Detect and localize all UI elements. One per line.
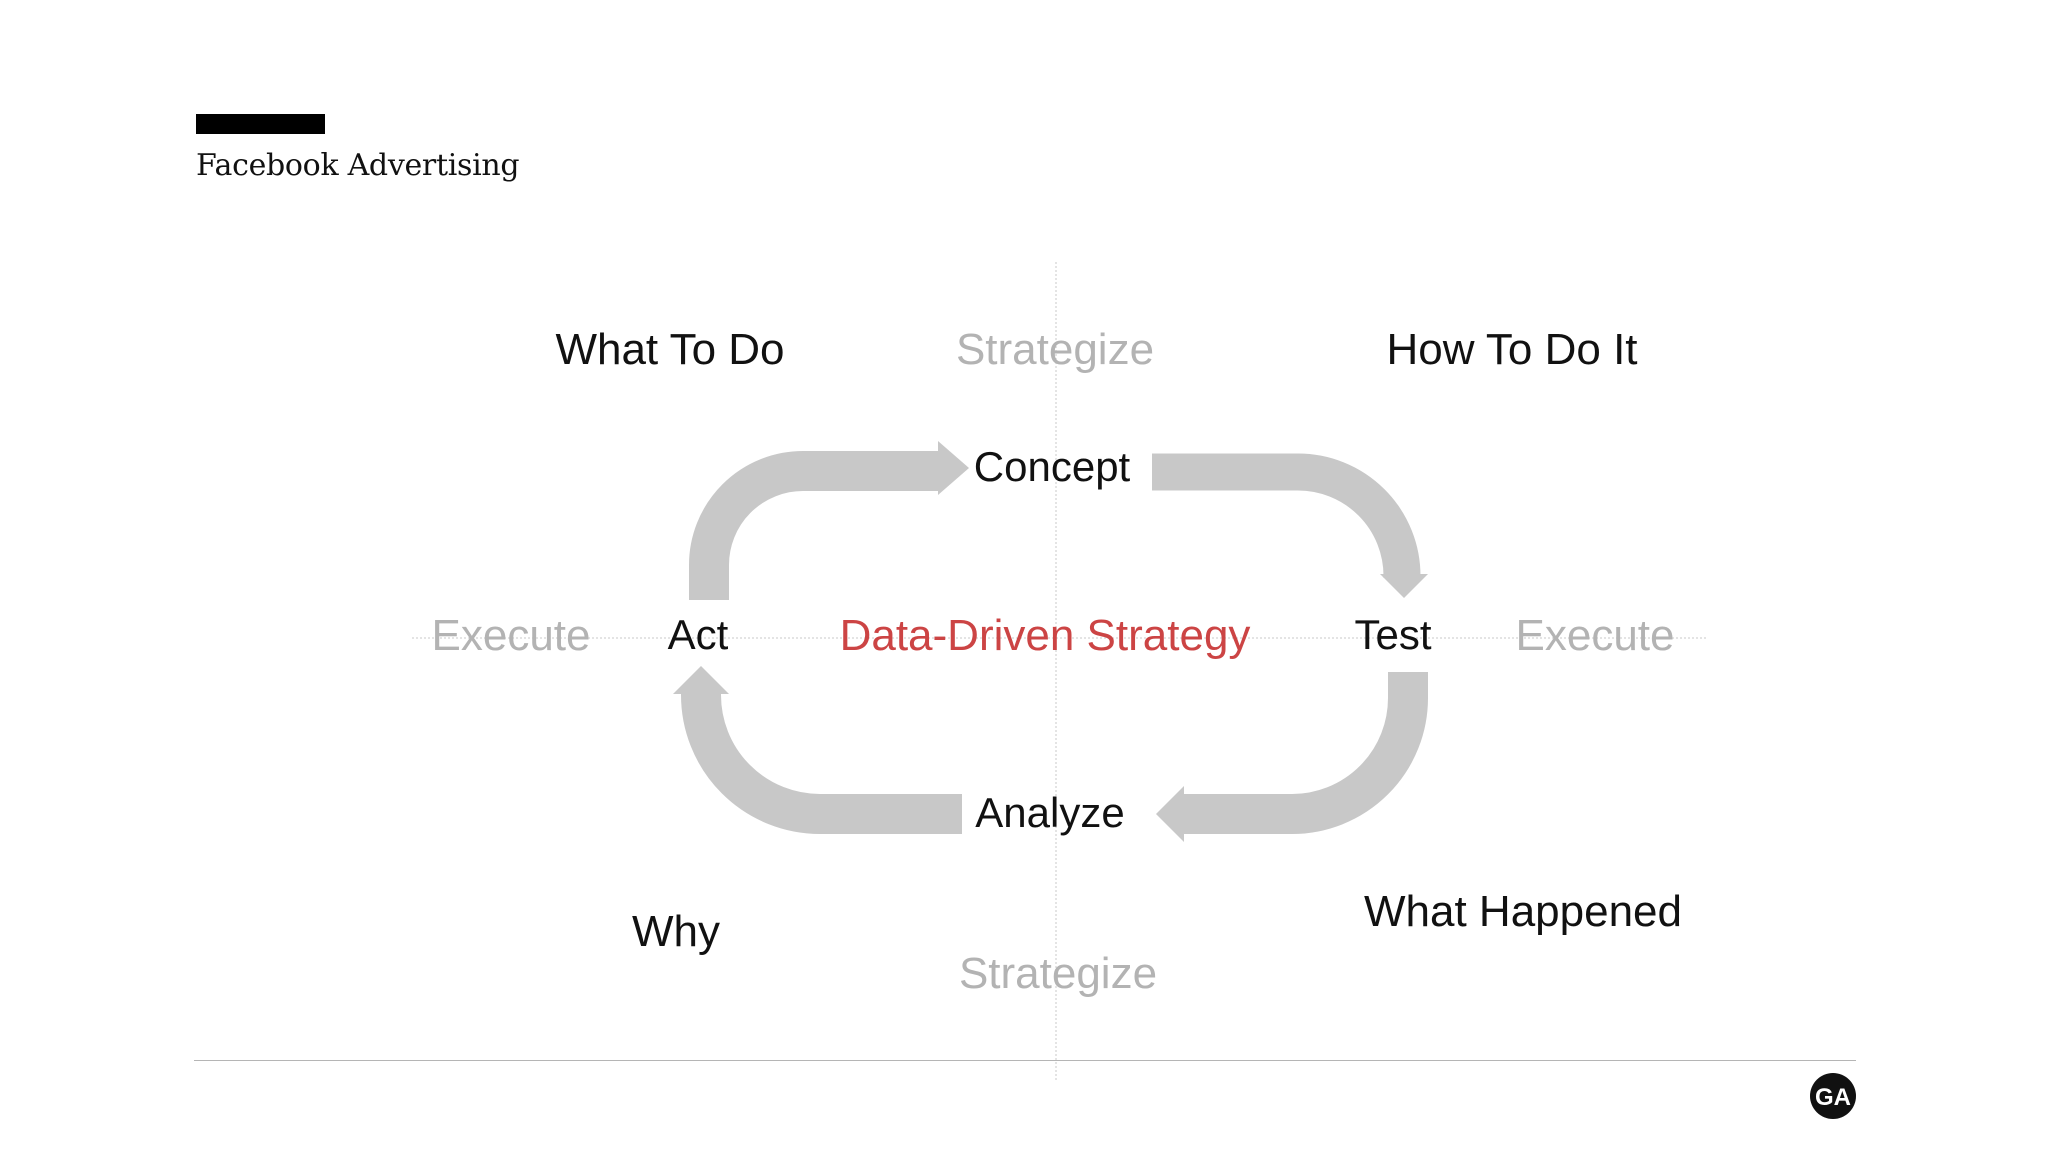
node-act: Act [667, 611, 729, 658]
axis-label-strategize-bottom: Strategize [958, 949, 1158, 998]
node-test: Test [1354, 611, 1432, 658]
arrow-act-to-concept [689, 451, 940, 600]
arrow-analyze-to-act [681, 690, 962, 834]
ga-logo-text: GA [1815, 1084, 1851, 1111]
slide-title: Facebook Advertising [196, 148, 520, 183]
title-accent-bar [196, 114, 325, 134]
ga-logo: GA [1810, 1073, 1856, 1119]
quadrant-label-why: Why [632, 907, 720, 956]
node-concept: Concept [973, 443, 1131, 490]
arrow-act-to-concept-head [938, 441, 969, 495]
axis-label-strategize-top: Strategize [955, 325, 1155, 374]
arrow-test-to-analyze-head [1156, 786, 1184, 842]
arrow-analyze-to-act-head [673, 666, 729, 694]
footer-rule [194, 1060, 1856, 1061]
arrow-test-to-analyze [1180, 672, 1428, 834]
quadrant-label-what-happened: What Happened [1364, 887, 1682, 936]
arrow-concept-to-test-head [1380, 574, 1428, 598]
center-label: Data-Driven Strategy [839, 611, 1251, 660]
node-analyze: Analyze [975, 789, 1125, 836]
axis-label-execute-right: Execute [1515, 611, 1675, 660]
axis-label-execute-left: Execute [431, 611, 591, 660]
quadrant-label-how-to-do-it: How To Do It [1386, 325, 1638, 374]
arrow-concept-to-test [1152, 453, 1421, 578]
quadrant-label-what-to-do: What To Do [555, 325, 785, 374]
